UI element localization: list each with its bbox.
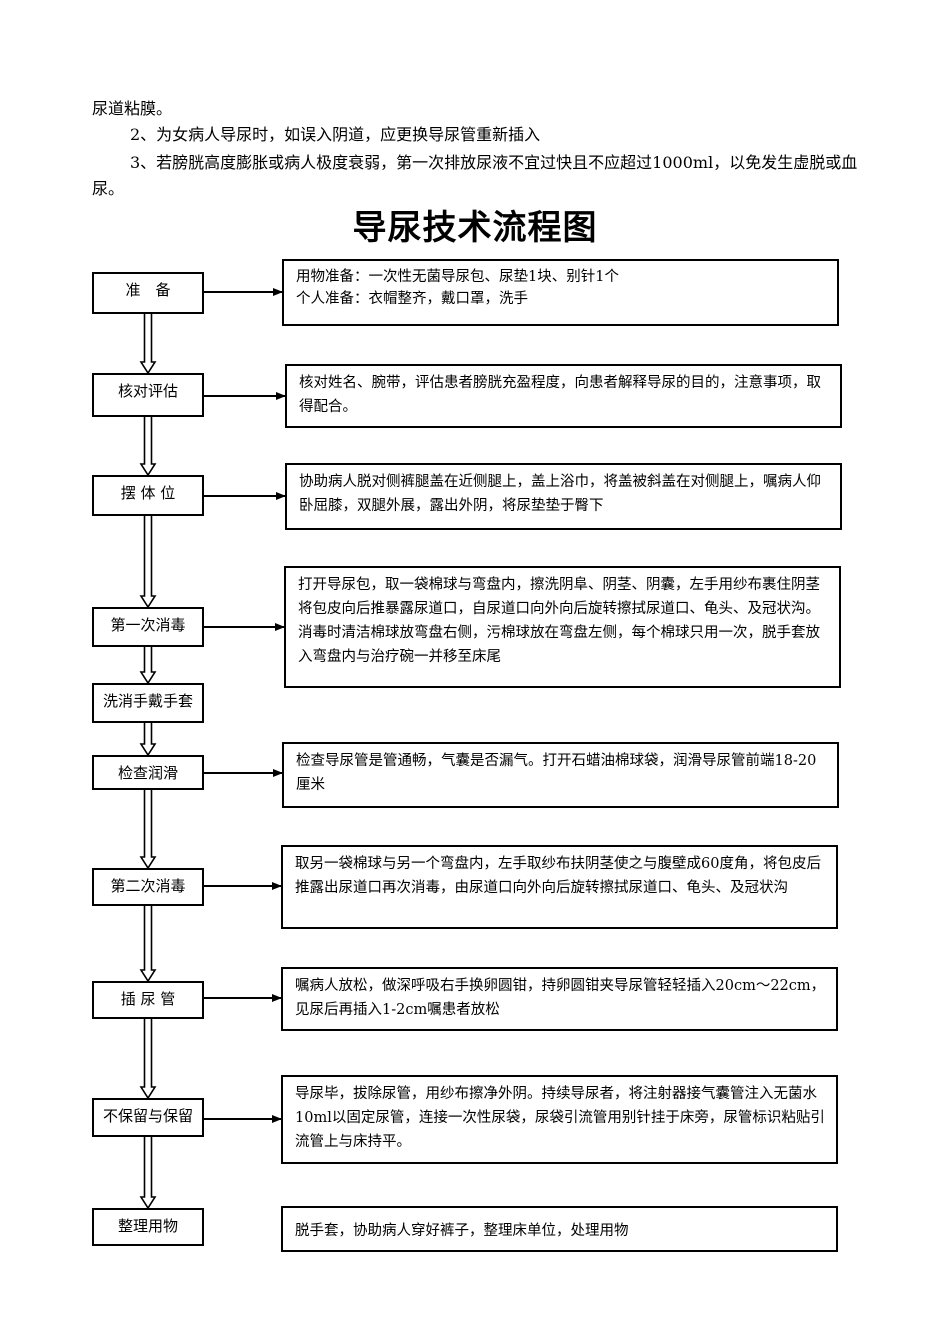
flow-arrow-down bbox=[139, 790, 157, 870]
flow-arrow-down bbox=[139, 417, 157, 477]
desc-text: 导尿毕，拔除尿管，用纱布擦净外阴。持续导尿者，将注射器接气囊管注入无菌水10ml… bbox=[295, 1086, 825, 1150]
desc-retain-decision: 导尿毕，拔除尿管，用纱布擦净外阴。持续导尿者，将注射器接气囊管注入无菌水10ml… bbox=[281, 1075, 838, 1164]
step-label: 洗消手戴手套 bbox=[103, 692, 194, 710]
step-label: 插 尿 管 bbox=[120, 990, 176, 1008]
step-label: 第二次消毒 bbox=[110, 877, 186, 895]
desc-text: 嘱病人放松，做深呼吸右手换卵圆钳，持卵圆钳夹导尿管轻轻插入20cm～22cm，见… bbox=[295, 978, 826, 1018]
step-insert-catheter: 插 尿 管 bbox=[92, 981, 204, 1019]
intro-line-1: 尿道粘膜。 bbox=[92, 99, 173, 118]
step-label: 整理用物 bbox=[117, 1217, 178, 1235]
step-wash-gloves: 洗消手戴手套 bbox=[92, 683, 204, 723]
step-second-disinfection: 第二次消毒 bbox=[92, 868, 204, 906]
flow-arrow-down bbox=[139, 647, 157, 685]
step-label: 准 备 bbox=[125, 281, 171, 299]
desc-text: 用物准备：一次性无菌导尿包、尿垫1块、别针1个 个人准备：衣帽整齐，戴口罩，洗手 bbox=[296, 269, 619, 307]
step-label: 摆 体 位 bbox=[120, 484, 176, 502]
flow-arrow-down bbox=[139, 906, 157, 983]
desc-text: 检查导尿管是管通畅，气囊是否漏气。打开石蜡油棉球袋，润滑导尿管前端18-20厘米 bbox=[296, 753, 817, 793]
step-positioning: 摆 体 位 bbox=[92, 475, 204, 516]
step-verify-assess: 核对评估 bbox=[92, 373, 204, 417]
desc-check-lubricate: 检查导尿管是管通畅，气囊是否漏气。打开石蜡油棉球袋，润滑导尿管前端18-20厘米 bbox=[282, 742, 839, 808]
step-label: 不保留与保留 bbox=[103, 1107, 194, 1125]
step-label: 检查润滑 bbox=[117, 764, 178, 782]
page-title: 导尿技术流程图 bbox=[352, 208, 598, 248]
desc-text: 打开导尿包，取一袋棉球与弯盘内，擦洗阴阜、阴茎、阴囊，左手用纱布裹住阴茎将包皮向… bbox=[298, 577, 820, 665]
desc-verify-assess: 核对姓名、腕带，评估患者膀胱充盈程度，向患者解释导尿的目的，注意事项，取得配合。 bbox=[285, 364, 842, 428]
desc-insert-catheter: 嘱病人放松，做深呼吸右手换卵圆钳，持卵圆钳夹导尿管轻轻插入20cm～22cm，见… bbox=[281, 967, 838, 1031]
flow-arrow-down bbox=[139, 1137, 157, 1210]
step-tidy-up: 整理用物 bbox=[92, 1208, 204, 1246]
intro-line-3: 3、若膀胱高度膨胀或病人极度衰弱，第一次排放尿液不宜过快且不应超过1000ml，… bbox=[92, 153, 858, 198]
desc-text: 取另一袋棉球与另一个弯盘内，左手取纱布扶阴茎使之与腹壁成60度角，将包皮后推露出… bbox=[295, 856, 821, 896]
desc-text: 协助病人脱对侧裤腿盖在近侧腿上，盖上浴巾，将盖被斜盖在对侧腿上，嘱病人仰卧屈膝，… bbox=[299, 474, 821, 514]
step-label: 核对评估 bbox=[117, 382, 178, 400]
desc-tidy-up: 脱手套，协助病人穿好裤子，整理床单位，处理用物 bbox=[281, 1206, 838, 1252]
flow-arrow-down bbox=[139, 1019, 157, 1100]
step-first-disinfection: 第一次消毒 bbox=[92, 607, 204, 647]
desc-first-disinfection: 打开导尿包，取一袋棉球与弯盘内，擦洗阴阜、阴茎、阴囊，左手用纱布裹住阴茎将包皮向… bbox=[284, 566, 841, 688]
step-label: 第一次消毒 bbox=[110, 616, 186, 634]
step-retain-decision: 不保留与保留 bbox=[92, 1098, 204, 1137]
flow-arrow-down bbox=[139, 516, 157, 609]
step-check-lubricate: 检查润滑 bbox=[92, 755, 204, 790]
intro-line-2: 2、为女病人导尿时，如误入阴道，应更换导尿管重新插入 bbox=[130, 125, 541, 144]
flow-arrow-down bbox=[139, 723, 157, 757]
desc-text: 脱手套，协助病人穿好裤子，整理床单位，处理用物 bbox=[295, 1223, 629, 1239]
desc-positioning: 协助病人脱对侧裤腿盖在近侧腿上，盖上浴巾，将盖被斜盖在对侧腿上，嘱病人仰卧屈膝，… bbox=[285, 463, 842, 530]
flow-arrow-down bbox=[139, 314, 157, 375]
step-prepare: 准 备 bbox=[92, 272, 204, 314]
desc-second-disinfection: 取另一袋棉球与另一个弯盘内，左手取纱布扶阴茎使之与腹壁成60度角，将包皮后推露出… bbox=[281, 845, 838, 929]
desc-text: 核对姓名、腕带，评估患者膀胱充盈程度，向患者解释导尿的目的，注意事项，取得配合。 bbox=[299, 375, 821, 415]
desc-prepare: 用物准备：一次性无菌导尿包、尿垫1块、别针1个 个人准备：衣帽整齐，戴口罩，洗手 bbox=[282, 259, 839, 326]
